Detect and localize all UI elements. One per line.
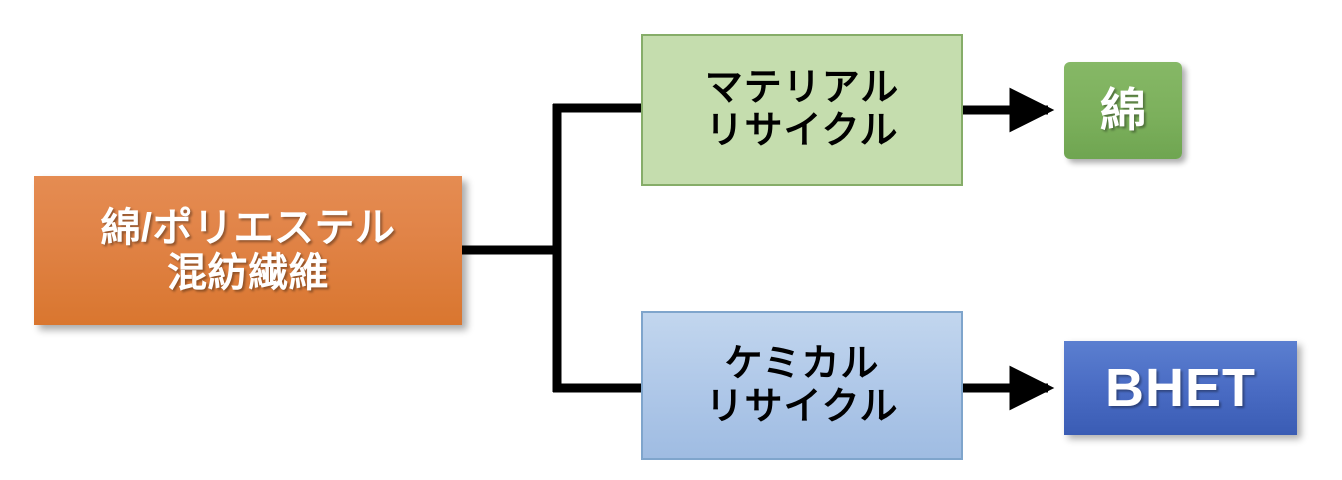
node-material-recycling: マテリアル リサイクル: [641, 34, 963, 186]
node-cotton-product: 綿: [1064, 62, 1182, 159]
node-chemical-recycling: ケミカル リサイクル: [641, 311, 963, 460]
node-bhet-product: BHET: [1064, 341, 1297, 435]
node-blended-fiber: 綿/ポリエステル 混紡繊維: [34, 176, 462, 325]
